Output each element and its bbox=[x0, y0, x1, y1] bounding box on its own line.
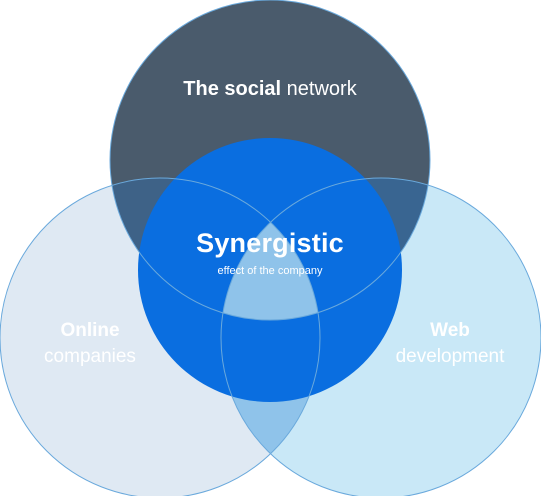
web-development-label: Web development bbox=[370, 318, 530, 370]
synergistic-title: Synergistic bbox=[196, 228, 344, 258]
synergistic-subtitle: effect of the company bbox=[217, 265, 323, 277]
social-network-title-bold: The social bbox=[183, 78, 282, 100]
synergistic-label: Synergistic effect of the company bbox=[140, 228, 400, 277]
social-network-title-rest: network bbox=[281, 78, 357, 100]
online-companies-title-rest: companies bbox=[44, 346, 136, 367]
outline-right bbox=[220, 177, 541, 496]
web-development-title-bold: Web bbox=[430, 320, 470, 341]
social-network-label: The social network bbox=[120, 78, 420, 101]
online-companies-title-bold: Online bbox=[60, 320, 120, 341]
outline-top bbox=[109, 0, 431, 321]
online-companies-label: Online companies bbox=[10, 318, 170, 370]
web-development-title-rest: development bbox=[395, 346, 505, 367]
outline-left bbox=[0, 177, 321, 496]
